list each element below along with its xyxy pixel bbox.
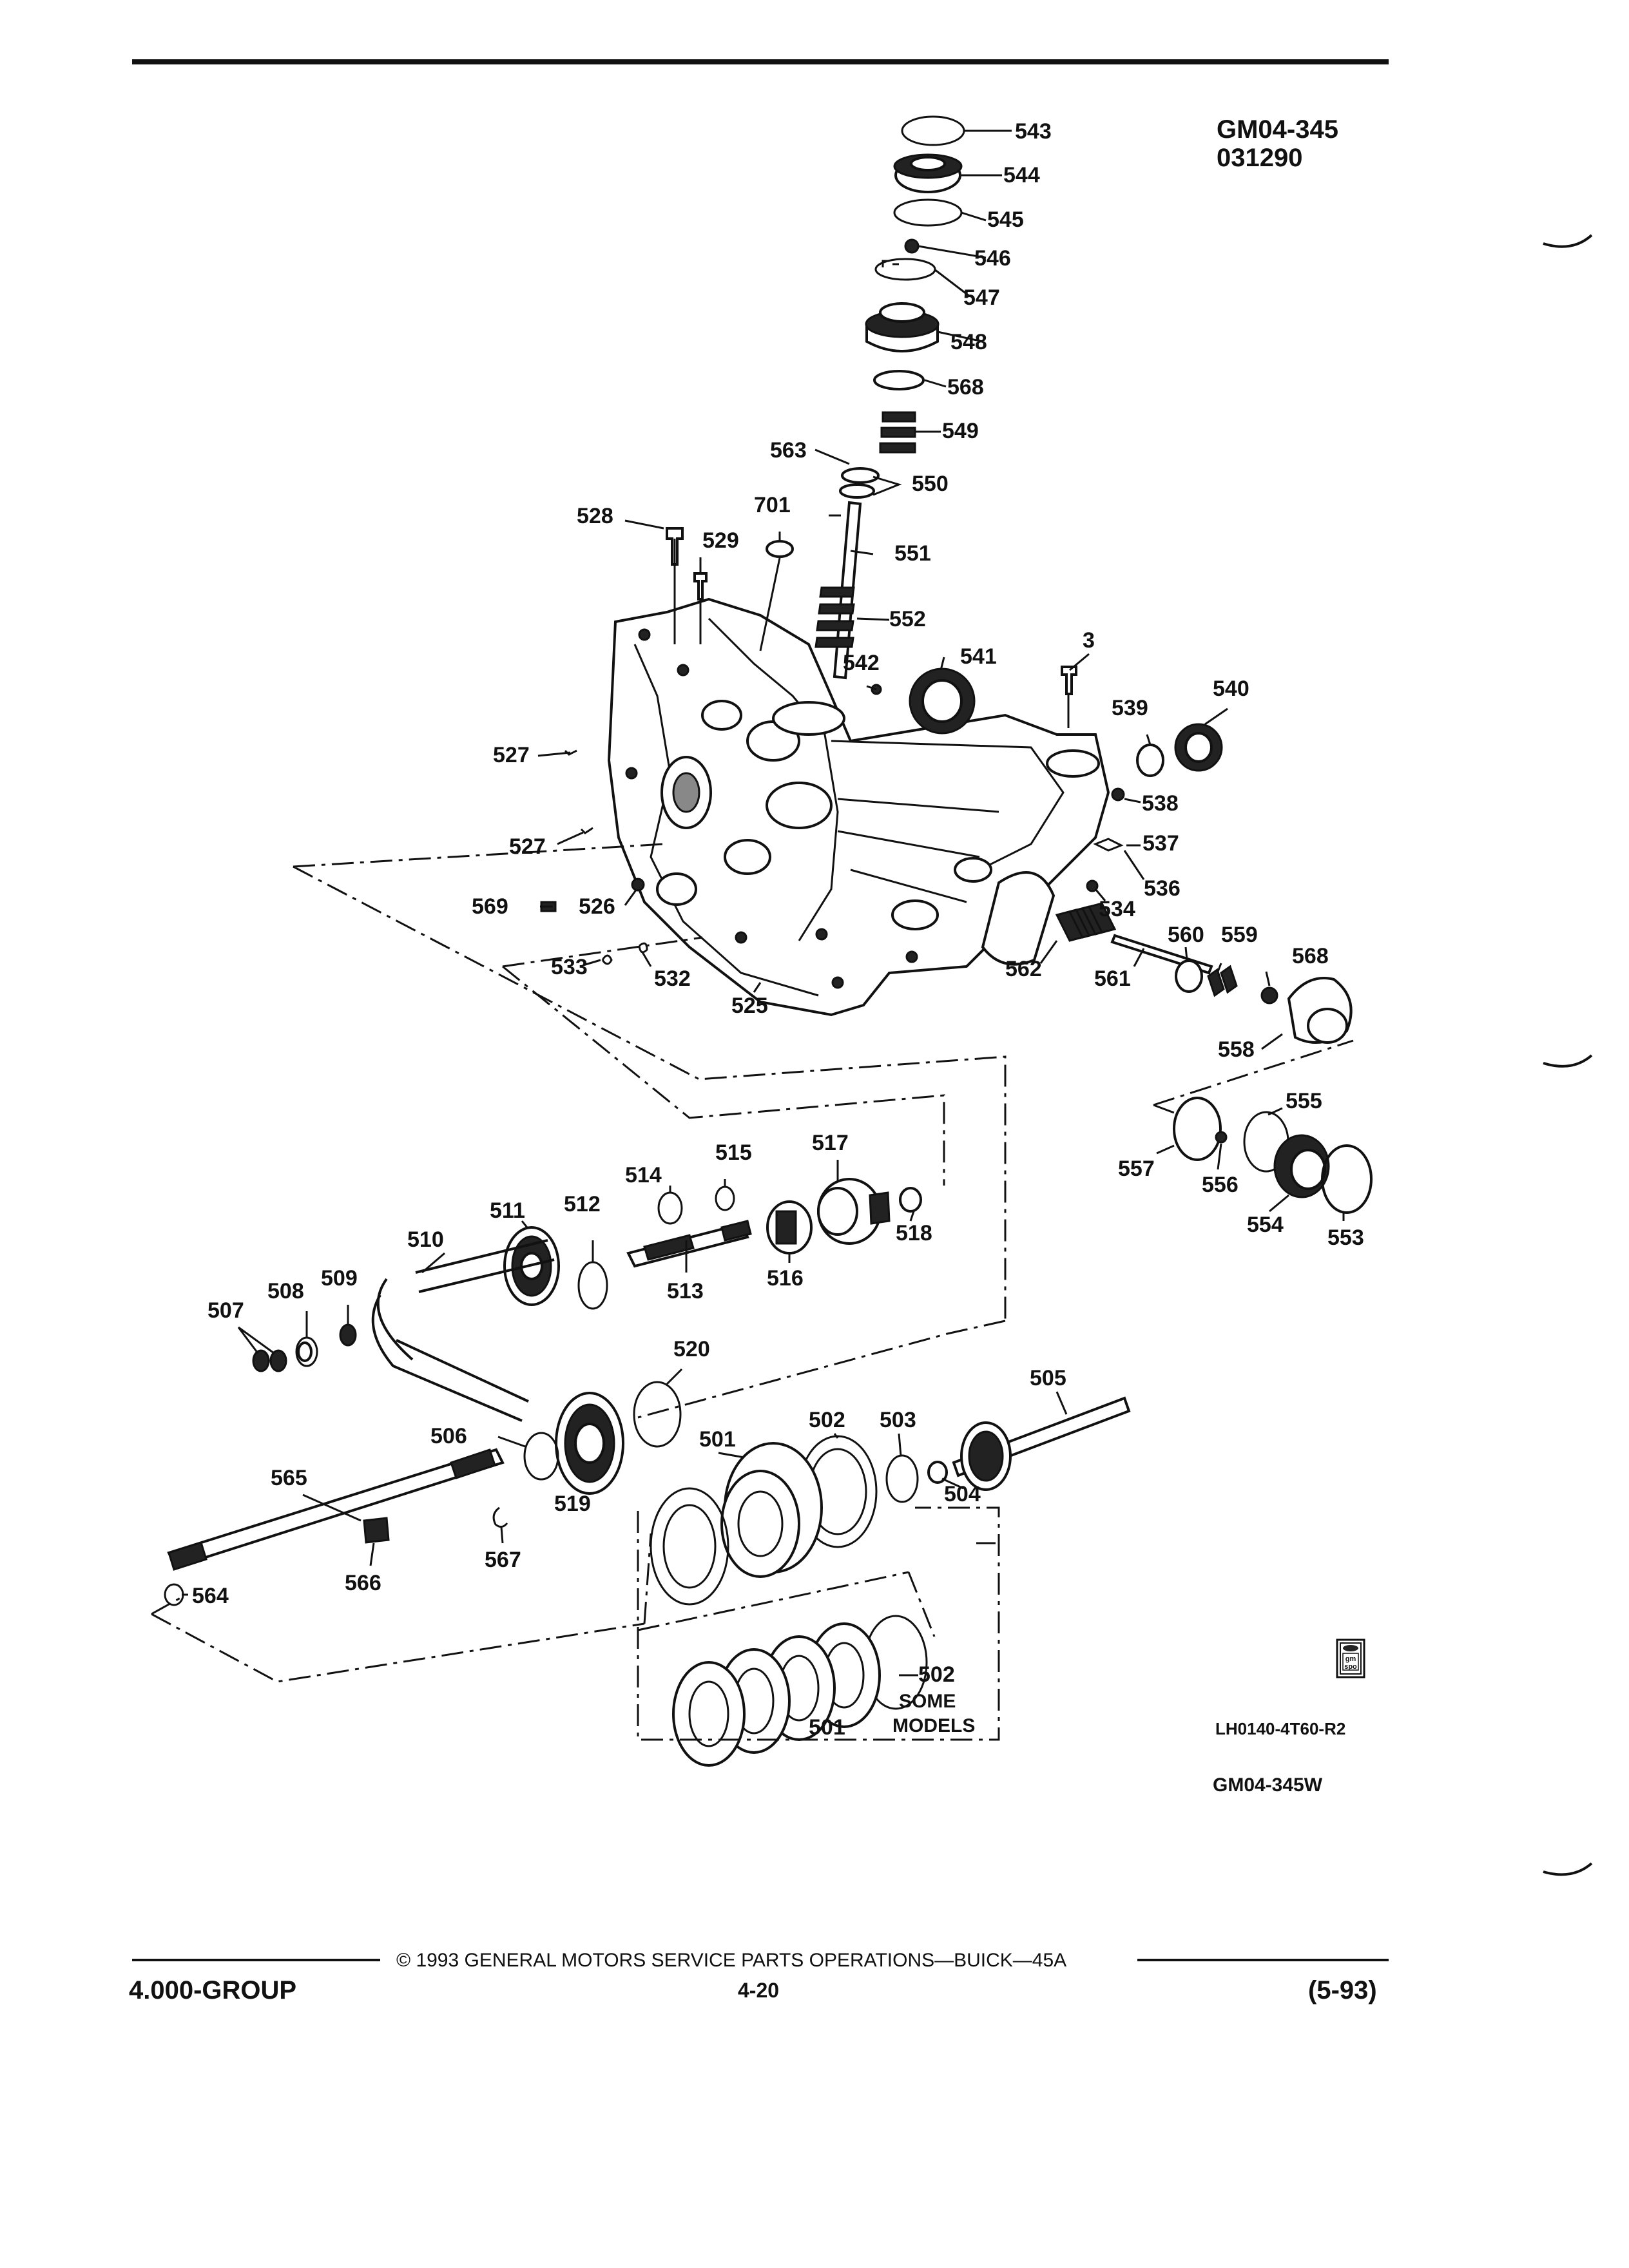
part-label: 556	[1202, 1173, 1239, 1197]
part-label: 543	[1015, 119, 1052, 144]
image-id: GM04-345W	[1213, 1774, 1323, 1796]
part-label: 528	[577, 504, 613, 528]
doc-code: 031290	[1217, 144, 1302, 172]
part-label: 551	[894, 541, 931, 566]
svg-text:spo: spo	[1344, 1663, 1357, 1671]
part-label: 503	[880, 1408, 916, 1432]
part-label: 516	[767, 1266, 804, 1291]
part-label: 557	[1118, 1157, 1155, 1181]
part-label: 509	[321, 1266, 358, 1291]
part-label: 567	[485, 1548, 521, 1572]
part-label: 527	[493, 743, 530, 767]
footer-date: (5-93)	[1308, 1976, 1377, 2004]
part-label: 505	[1030, 1366, 1066, 1390]
part-label: 514	[625, 1163, 662, 1187]
part-label: 526	[579, 894, 615, 919]
part-label: 513	[667, 1279, 704, 1303]
part-label: 520	[673, 1337, 710, 1361]
part-label: 537	[1142, 831, 1179, 856]
part-label: 547	[963, 285, 1000, 310]
part-label: 507	[207, 1298, 244, 1323]
part-label: 569	[472, 894, 508, 919]
part-label: 544	[1003, 163, 1040, 187]
transmission-case	[607, 597, 1110, 1017]
part-label: 529	[702, 528, 739, 553]
edge-mark	[1543, 1862, 1593, 1876]
part-label: 555	[1286, 1089, 1322, 1113]
part-label: 553	[1327, 1225, 1364, 1250]
part-label: 534	[1099, 897, 1135, 921]
part-label: 539	[1112, 696, 1148, 720]
part-label: 565	[271, 1466, 307, 1490]
part-label: 504	[944, 1482, 981, 1506]
guide-lines	[151, 843, 1354, 1741]
edge-mark	[1543, 234, 1593, 248]
footer-copyright: © 1993 GENERAL MOTORS SERVICE PARTS OPER…	[396, 1950, 1066, 1971]
part-label: 568	[947, 375, 984, 399]
chain-and-sprockets	[164, 1226, 682, 1606]
part-label: 561	[1094, 966, 1131, 991]
part-label: 518	[896, 1221, 932, 1245]
top-stack-parts	[666, 115, 965, 695]
part-label: 536	[1144, 876, 1181, 901]
part-label: 548	[950, 330, 987, 354]
part-label: 533	[551, 955, 588, 979]
part-label: 562	[1005, 957, 1042, 981]
part-label: 554	[1247, 1213, 1284, 1237]
part-label: 552	[889, 607, 926, 631]
turbine-shaft-parts	[626, 1178, 922, 1268]
part-label: 546	[974, 246, 1011, 271]
part-label: 511	[490, 1198, 525, 1223]
part-label: 538	[1142, 791, 1179, 816]
part-label: 564	[192, 1584, 229, 1608]
part-labels: 543 544 545 546 547 548 568 549 563 550 …	[192, 119, 1364, 1740]
part-label: 559	[1221, 923, 1258, 947]
part-label: 566	[345, 1571, 381, 1595]
part-label: 545	[987, 207, 1024, 232]
note-models: MODELS	[892, 1715, 975, 1736]
gm-spo-logo: gm spo	[1336, 1639, 1365, 1678]
part-label: 558	[1218, 1037, 1255, 1062]
footer-page: 4-20	[738, 1979, 779, 2002]
part-label: 519	[554, 1492, 591, 1516]
part-label: 568	[1292, 944, 1329, 968]
part-label: 540	[1213, 677, 1249, 701]
part-label: 550	[912, 472, 949, 496]
note-some: SOME	[899, 1691, 956, 1712]
edge-mark	[1543, 1054, 1593, 1068]
part-label: 532	[654, 966, 691, 991]
part-label: 515	[715, 1140, 752, 1165]
part-label: 563	[770, 438, 807, 463]
right-accumulator-parts	[981, 871, 1353, 1044]
reference-code: LH0140-4T60-R2	[1215, 1719, 1345, 1738]
part-label: 502	[809, 1408, 845, 1432]
part-label: 502	[918, 1662, 955, 1687]
part-label: 501	[809, 1715, 845, 1740]
part-label: 506	[430, 1424, 467, 1448]
part-label: 508	[267, 1279, 304, 1303]
part-label: 542	[843, 651, 880, 675]
part-label: 517	[812, 1131, 849, 1155]
footer-group: 4.000-GROUP	[129, 1976, 296, 2004]
part-label: 527	[509, 834, 546, 859]
lower-right-parts	[1173, 1097, 1373, 1214]
svg-text:gm: gm	[1345, 1655, 1356, 1663]
part-label: 701	[754, 493, 791, 517]
part-label: 560	[1168, 923, 1204, 947]
part-label: 525	[731, 994, 768, 1018]
doc-id: GM04-345	[1217, 115, 1338, 144]
part-label: 510	[407, 1227, 444, 1252]
part-label: 541	[960, 644, 997, 669]
case-hardware	[540, 666, 1223, 965]
part-label: 3	[1083, 628, 1095, 653]
leader-lines	[182, 130, 1345, 1677]
part-label: 501	[699, 1427, 736, 1452]
part-label: 549	[942, 419, 979, 443]
part-label: 512	[564, 1192, 601, 1216]
